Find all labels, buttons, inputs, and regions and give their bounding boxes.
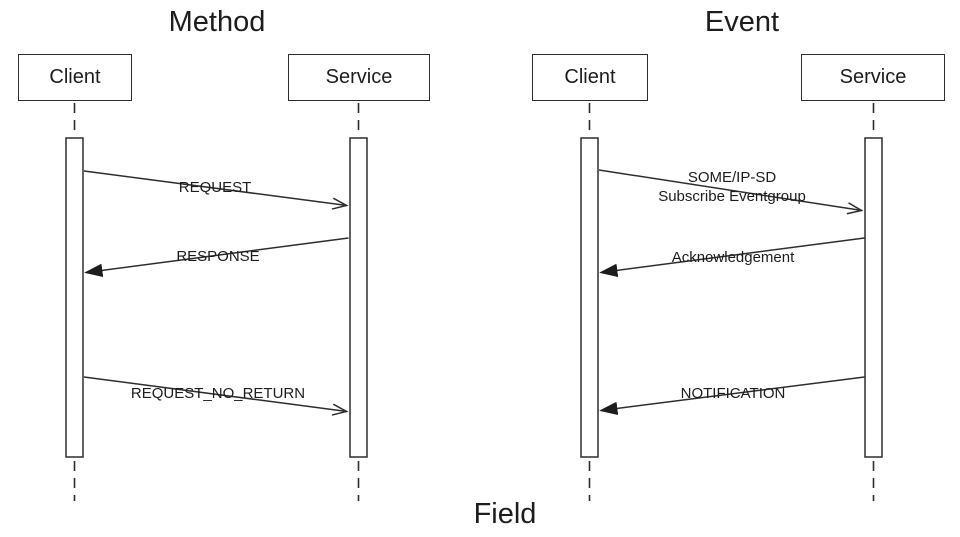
section-title-field: Field <box>473 498 537 530</box>
arrow-request-no-return <box>83 376 347 412</box>
arrow-notification <box>601 376 865 411</box>
actor-box-event-client: Client <box>532 54 648 101</box>
message-label-request-no-return: REQUEST_NO_RETURN <box>130 385 306 402</box>
actor-box-method-service: Service <box>288 54 430 101</box>
activation-bar-method-service <box>349 137 368 458</box>
arrow-request <box>83 170 347 206</box>
actor-label-method-client: Client <box>49 66 101 88</box>
message-label-subscribe-eventgroup: SOME/IP-SD Subscribe Eventgroup <box>658 168 806 206</box>
message-label-subscribe-line1: SOME/IP-SD <box>687 169 777 186</box>
actor-label-event-client: Client <box>564 66 616 88</box>
message-label-subscribe-line2: Subscribe Eventgroup <box>658 188 806 205</box>
arrow-acknowledgement <box>601 237 865 273</box>
actor-box-event-service: Service <box>801 54 945 101</box>
message-label-acknowledgement: Acknowledgement <box>671 249 795 266</box>
actor-label-method-service: Service <box>325 66 393 88</box>
arrow-subscribe-eventgroup <box>598 169 862 211</box>
activation-bar-method-client <box>65 137 84 458</box>
arrow-response <box>86 237 349 273</box>
message-label-response: RESPONSE <box>176 248 260 265</box>
actor-box-method-client: Client <box>18 54 132 101</box>
message-label-notification: NOTIFICATION <box>680 385 786 402</box>
section-title-method: Method <box>168 6 266 38</box>
message-label-request: REQUEST <box>178 179 252 196</box>
activation-bar-event-service <box>864 137 883 458</box>
section-title-event: Event <box>704 6 780 38</box>
activation-bar-event-client <box>580 137 599 458</box>
actor-label-event-service: Service <box>839 66 907 88</box>
